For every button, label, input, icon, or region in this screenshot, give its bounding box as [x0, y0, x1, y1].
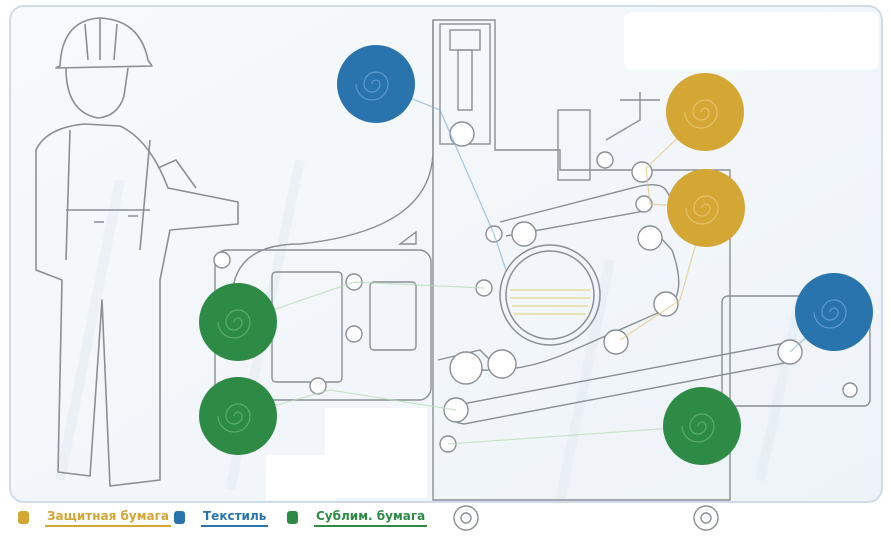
legend-item-textile: Текстиль — [174, 502, 277, 532]
operator-figure — [35, 17, 239, 487]
diagram-background — [9, 5, 883, 503]
legend-label-textile: Текстиль — [203, 509, 267, 523]
lower-left-panel — [266, 455, 336, 500]
protective-paper-roll-lower — [667, 169, 745, 247]
textile-feed-roll-right — [795, 273, 873, 351]
legend-item-protective-paper: Защитная бумага — [18, 502, 179, 532]
legend-label-sublimation: Сублим. бумага — [316, 509, 426, 523]
heated-drum — [499, 244, 601, 346]
legend-label-sublimation-wrap: Сублим. бумага — [308, 505, 436, 529]
legend-swatch-protective — [18, 510, 29, 524]
legend-underline-textile — [201, 525, 269, 527]
legend-underline-protective — [45, 525, 171, 527]
protective-paper-roll-upper — [666, 73, 744, 151]
legend-item-sublimation-paper: Сублим. бумага — [287, 502, 436, 532]
legend-swatch-sublimation — [287, 510, 298, 524]
legend-swatch-textile — [174, 510, 185, 524]
sublimation-paper-roll-upper-left — [199, 283, 277, 361]
sublimation-paper-roll-lower-left — [199, 377, 277, 455]
textile-feed-roll-top — [337, 45, 415, 123]
hard-hat-icon — [55, 17, 153, 69]
legend-label-textile-wrap: Текстиль — [195, 505, 277, 529]
top-right-panel — [624, 12, 879, 70]
web-paths — [237, 83, 835, 445]
legend-label-protective: Защитная бумага — [47, 509, 169, 523]
legend-label-protective-wrap: Защитная бумага — [39, 505, 179, 529]
lower-center-panel — [325, 408, 427, 498]
sublimation-paper-roll-bottom-right — [663, 387, 741, 465]
legend-underline-sublimation — [314, 525, 428, 527]
